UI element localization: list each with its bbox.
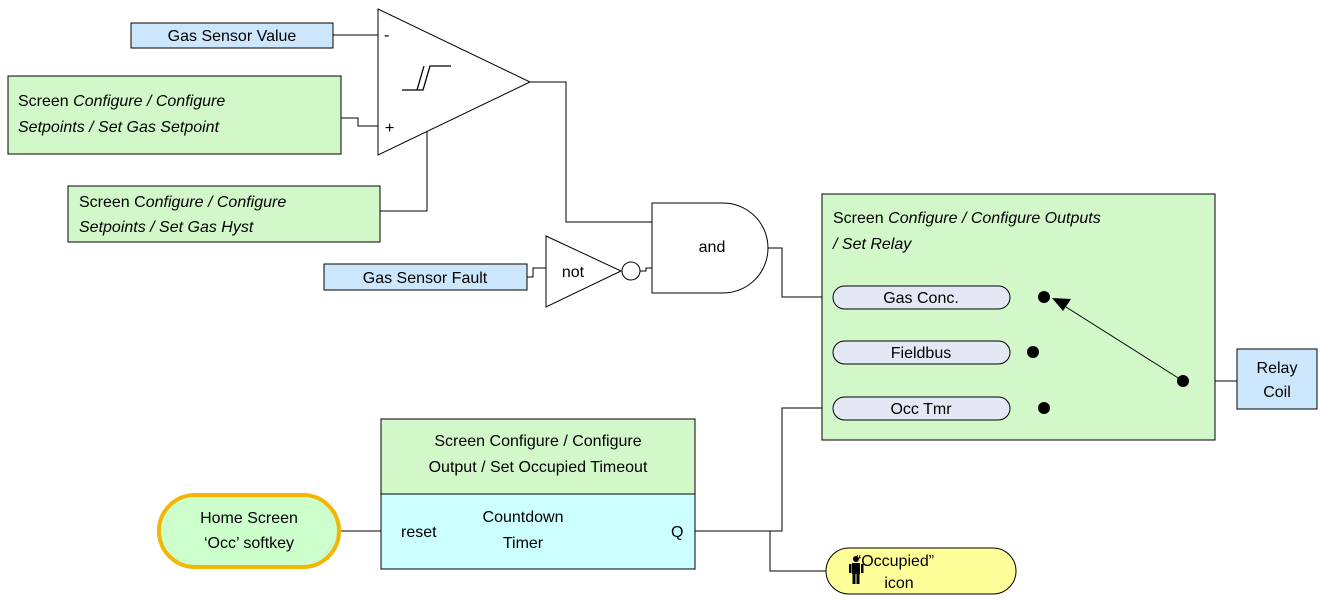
setpoint-line1: Screen Configure / Configure (18, 93, 225, 110)
timer-header-line1: Screen Configure / Configure (434, 433, 641, 450)
wire-comp-out (530, 81, 652, 223)
home-screen-softkey[interactable]: Home Screen ‘Occ’ softkey (157, 493, 341, 569)
wire-and-gasconc (768, 247, 833, 298)
relay-option-label: Fieldbus (891, 345, 951, 362)
relay-option-label: Gas Conc. (883, 290, 959, 307)
relay-option-fieldbus[interactable]: Fieldbus (832, 340, 1011, 365)
relay-option-label: Occ Tmr (890, 401, 952, 418)
not-gate: not (545, 235, 641, 308)
timer-q-label: Q (671, 524, 683, 541)
relay-coil-box: Relay Coil (1236, 348, 1318, 410)
comparator-minus: - (384, 27, 389, 44)
relay-option-occ-tmr[interactable]: Occ Tmr (832, 396, 1011, 421)
hysteresis-icon (402, 65, 451, 91)
not-label: not (562, 264, 585, 281)
gas-sensor-value-box: Gas Sensor Value (130, 22, 334, 49)
and-label: and (699, 239, 726, 256)
comparator: - + (377, 8, 532, 156)
relay-option-gas-conc[interactable]: Gas Conc. (832, 285, 1011, 310)
person-icon (849, 556, 864, 584)
wire-not-and (640, 267, 652, 272)
switch-arm (1065, 306, 1184, 382)
relay-screen-title-line2: / Set Relay (832, 236, 912, 253)
hyst-line2: Setpoints / Set Gas Hyst (79, 219, 254, 236)
not-bubble (621, 261, 641, 281)
timer-center-line2: Timer (503, 535, 544, 552)
switch-contact-fieldbus (1027, 346, 1039, 358)
wire-q-occupied (769, 531, 826, 572)
switch-arrowhead (1052, 298, 1071, 311)
home-screen-line2: ‘Occ’ softkey (204, 535, 294, 552)
setpoint-box: Screen Configure / Configure Setpoints /… (7, 75, 342, 155)
hyst-line1: Screen Configure / Configure (79, 194, 286, 211)
and-gate: and (651, 202, 769, 294)
switch-contact-gas-conc (1038, 291, 1050, 303)
wire-hyst (380, 128, 428, 212)
relay-coil-line2: Coil (1263, 384, 1291, 401)
gas-sensor-fault-box: Gas Sensor Fault (323, 263, 528, 291)
switch-contact-occ-tmr (1038, 402, 1050, 414)
timer-block: Screen Configure / Configure Output / Se… (380, 418, 696, 570)
home-screen-line1: Home Screen (200, 510, 298, 527)
setpoint-line2: Setpoints / Set Gas Setpoint (18, 119, 220, 136)
timer-center-line1: Countdown (483, 509, 564, 526)
timer-header-line2: Output / Set Occupied Timeout (429, 459, 648, 476)
comparator-plus: + (385, 120, 394, 137)
gas-sensor-value-label: Gas Sensor Value (168, 28, 297, 45)
wire-fault (527, 267, 546, 278)
wire-q-occtmr (770, 407, 833, 532)
occupied-line1: “Occupied” (856, 553, 934, 570)
wire-setpoint (341, 117, 378, 127)
timer-reset-label: reset (401, 524, 437, 541)
relay-screen-box: Screen Configure / Configure Outputs / S… (821, 193, 1216, 441)
relay-coil-line1: Relay (1257, 360, 1298, 377)
hyst-box: Screen Configure / Configure Setpoints /… (67, 185, 381, 243)
occupied-icon-box: “Occupied” icon (825, 547, 1017, 595)
relay-screen-title-line1: Screen Configure / Configure Outputs (833, 210, 1101, 227)
occupied-line2: icon (884, 575, 913, 592)
gas-sensor-fault-label: Gas Sensor Fault (363, 270, 488, 287)
